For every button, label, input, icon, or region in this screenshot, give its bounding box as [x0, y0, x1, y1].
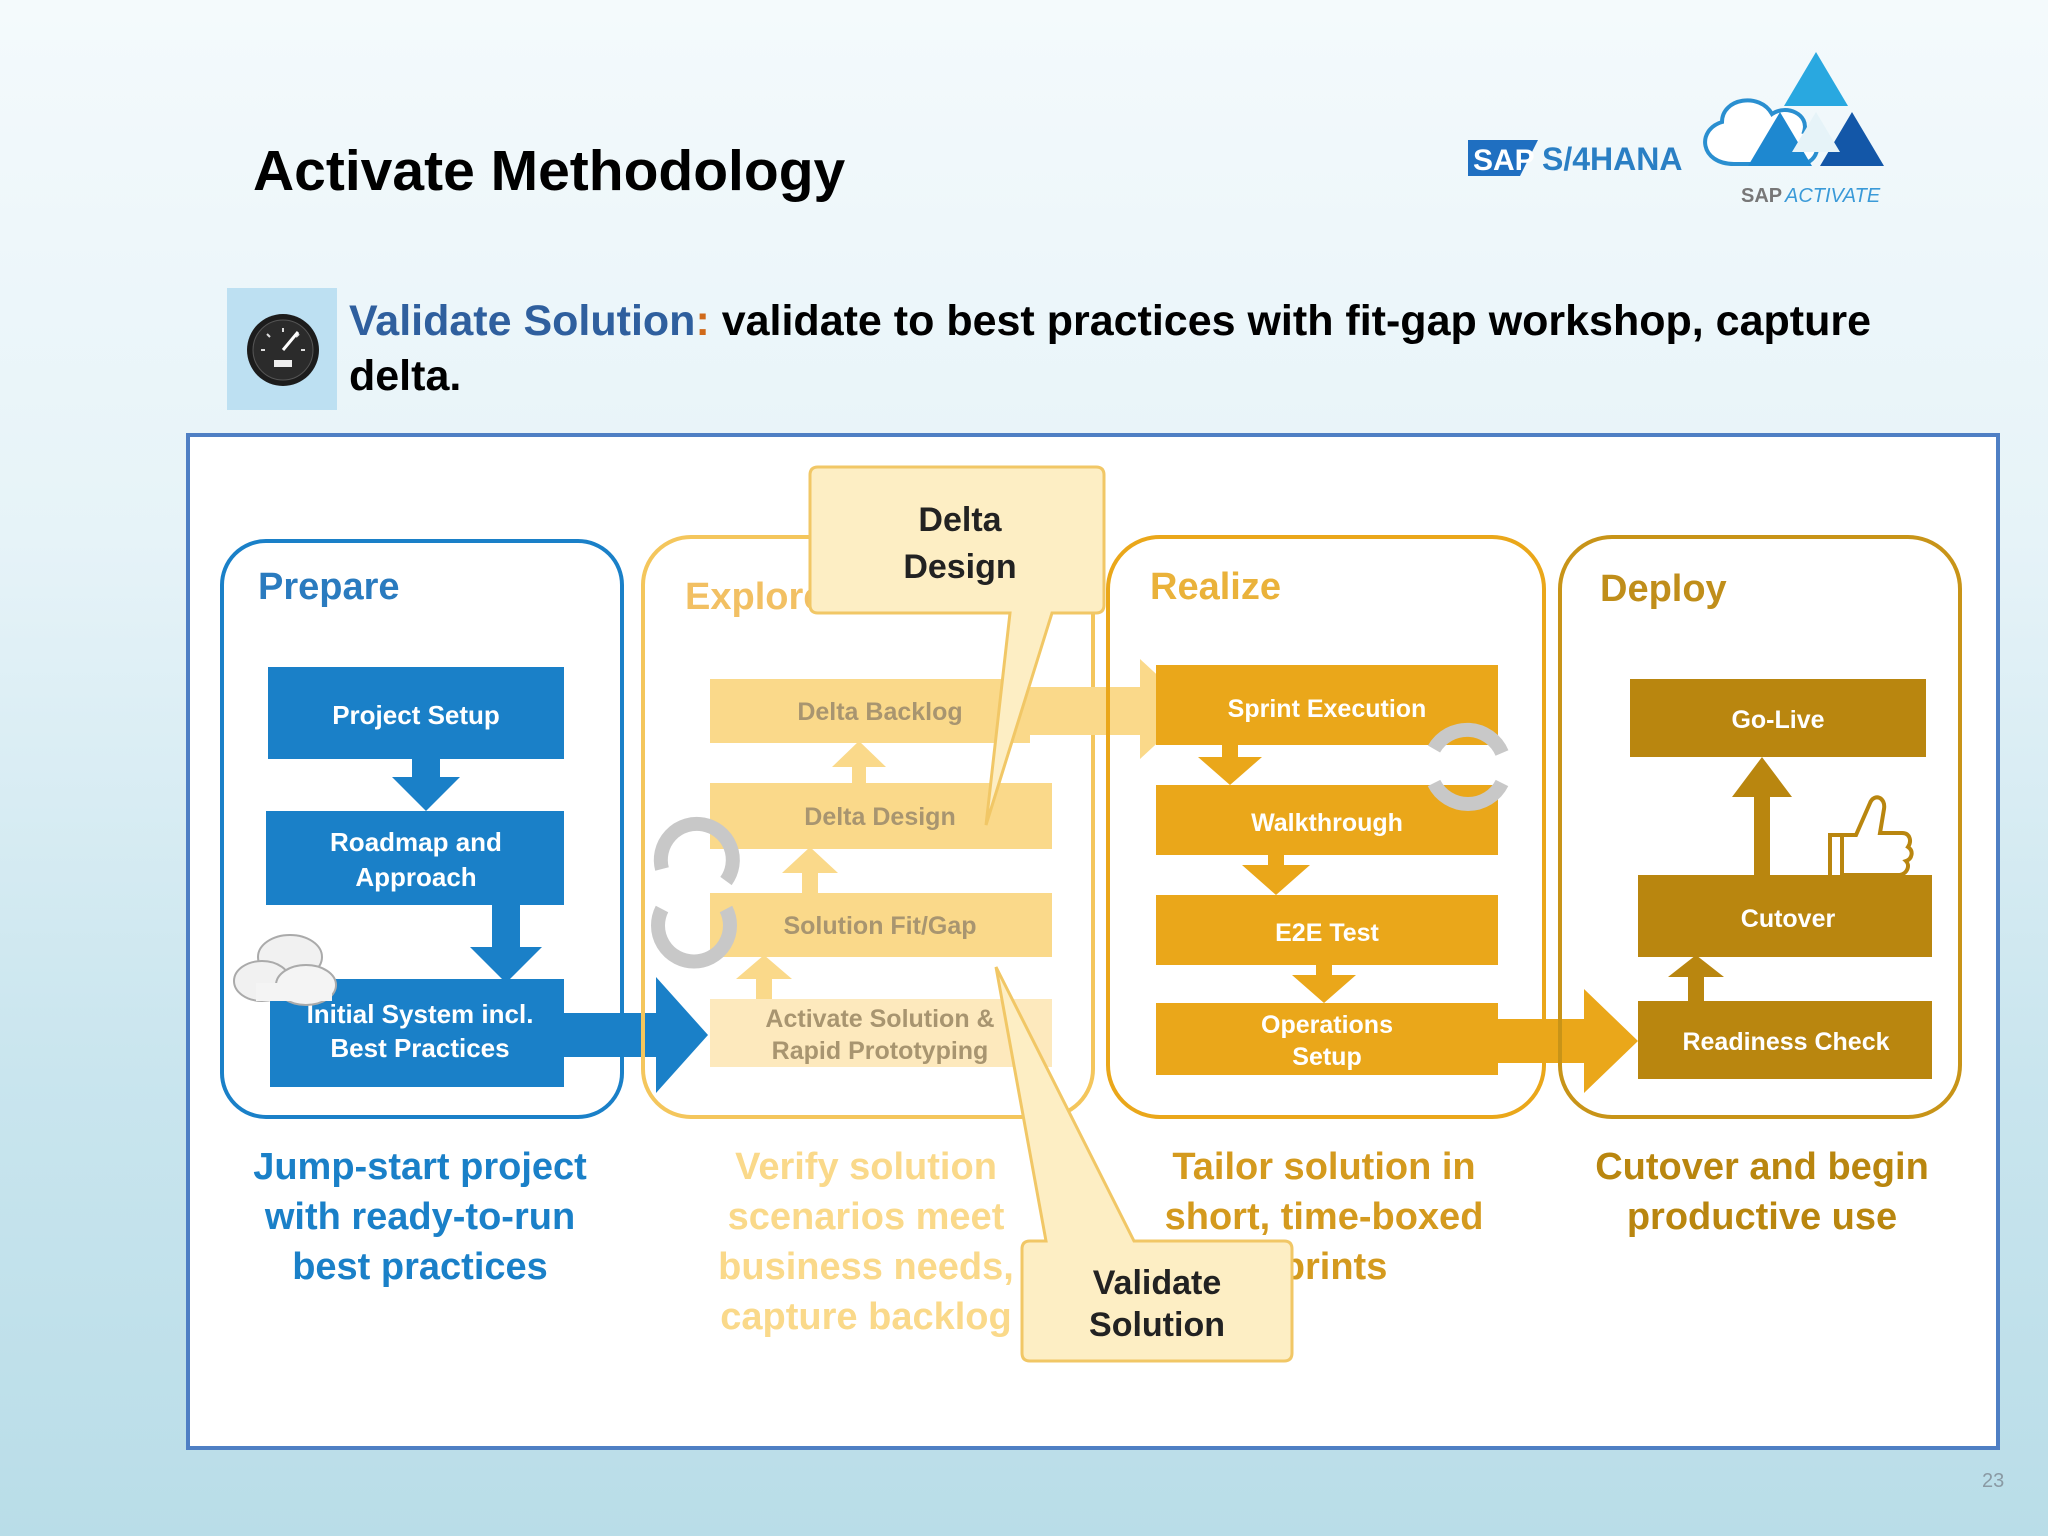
operations-setup-label-line1: Operations	[1261, 1011, 1393, 1039]
s4hana-logo: SAP S/4HANA	[1468, 98, 1820, 177]
explore-phase: Explore Delta Backlog Delta Design Solut…	[641, 535, 1194, 1338]
delta-backlog-label: Delta Backlog	[797, 698, 962, 726]
walkthrough-label: Walkthrough	[1251, 809, 1403, 837]
realize-desc-line2: short, time-boxed	[1165, 1196, 1484, 1238]
realize-desc-line1: Tailor solution in	[1172, 1146, 1475, 1188]
explore-to-realize-arrow	[1030, 659, 1194, 759]
deploy-phase: Deploy Go-Live Cutover Readiness Check C…	[1558, 535, 1962, 1238]
activate-solution-box	[710, 999, 1052, 1067]
deploy-title: Deploy	[1600, 568, 1727, 610]
cutover-box	[1638, 875, 1932, 957]
delta-design-callout-line1: Delta	[918, 501, 1002, 539]
deploy-desc-line1: Cutover and begin	[1595, 1146, 1929, 1188]
delta-design-callout: Delta Design	[808, 465, 1106, 826]
explore-cycle-icon	[651, 816, 740, 969]
explore-desc-line2: scenarios meet	[728, 1196, 1005, 1238]
initial-system-label-line1: Initial System incl.	[307, 999, 534, 1029]
diagram-frame: Prepare Project Setup Roadmap and Approa…	[186, 433, 2000, 1450]
delta-design-callout-line2: Design	[903, 548, 1016, 586]
roadmap-box	[266, 811, 564, 905]
go-live-box	[1630, 679, 1926, 757]
activate-solution-label-line1: Activate Solution &	[765, 1005, 994, 1033]
thumbs-up-icon	[1828, 795, 1914, 879]
validate-solution-callout: Validate Solution	[994, 966, 1294, 1363]
prepare-desc-line3: best practices	[292, 1246, 548, 1288]
prepare-down-arrow-1	[392, 759, 460, 811]
explore-up-arrow-2	[782, 847, 838, 893]
readiness-check-box	[1638, 1001, 1932, 1079]
activate-brand-text: SAP	[1741, 185, 1782, 207]
page-number: 23	[1982, 1470, 2005, 1492]
prepare-desc-line1: Jump-start project	[253, 1146, 587, 1188]
activate-word-text: ACTIVATE	[1784, 185, 1881, 207]
intro-statement: Validate Solution: validate to best prac…	[349, 294, 1969, 404]
go-live-label: Go-Live	[1731, 706, 1824, 734]
explore-title: Explore	[685, 576, 824, 618]
cloud-icon	[233, 934, 337, 1006]
deploy-up-arrow-1	[1732, 757, 1792, 875]
realize-down-arrow-3	[1292, 965, 1356, 1003]
speedometer-icon	[247, 314, 319, 386]
speedometer-icon-tile	[227, 288, 337, 410]
realize-cycle-icon	[1427, 722, 1509, 811]
prepare-desc-line2: with ready-to-run	[264, 1196, 575, 1238]
realize-down-arrow-2	[1242, 855, 1310, 895]
deploy-desc-line2: productive use	[1627, 1196, 1897, 1238]
solution-fitgap-label: Solution Fit/Gap	[783, 912, 976, 940]
readiness-check-label: Readiness Check	[1682, 1028, 1889, 1056]
solution-fitgap-box	[710, 893, 1052, 957]
intro-highlight: Validate Solution	[349, 297, 696, 345]
realize-down-arrow-1	[1198, 745, 1262, 785]
explore-up-arrow-1	[832, 741, 886, 783]
delta-backlog-box	[710, 679, 1030, 743]
validate-callout-line2: Solution	[1089, 1306, 1225, 1344]
prepare-to-explore-arrow	[564, 977, 708, 1093]
prepare-frame	[220, 539, 624, 1119]
activate-solution-label-line2: Rapid Prototyping	[772, 1037, 989, 1065]
prepare-phase: Prepare Project Setup Roadmap and Approa…	[220, 539, 708, 1288]
sap-activate-triangle-icon: SAP ACTIVATE	[1741, 52, 1884, 207]
s4hana-text: S/4HANA	[1542, 141, 1682, 177]
roadmap-label-line1: Roadmap and	[330, 827, 502, 857]
e2e-test-label: E2E Test	[1275, 919, 1379, 947]
explore-desc-line1: Verify solution	[735, 1146, 997, 1188]
logos: SAP S/4HANA SAP ACTIVATE	[1468, 52, 1884, 207]
prepare-title: Prepare	[258, 566, 400, 608]
sap-logo-text: SAP	[1473, 144, 1535, 177]
sprint-execution-label: Sprint Execution	[1228, 695, 1427, 723]
realize-frame	[1106, 535, 1546, 1119]
e2e-test-box	[1156, 895, 1498, 965]
initial-system-label-line2: Best Practices	[330, 1033, 509, 1063]
deploy-up-arrow-2	[1668, 955, 1724, 1001]
project-setup-label: Project Setup	[332, 700, 500, 730]
prepare-down-arrow-2	[470, 905, 542, 983]
cutover-label: Cutover	[1741, 905, 1836, 933]
operations-setup-box	[1156, 1003, 1498, 1075]
page-title: Activate Methodology	[253, 139, 846, 203]
intro-text: validate to best practices with fit-gap …	[349, 297, 1871, 400]
explore-desc-line4: capture backlog	[720, 1296, 1011, 1338]
delta-design-label: Delta Design	[804, 803, 955, 831]
explore-up-arrow-3	[736, 955, 792, 999]
project-setup-box	[268, 667, 564, 759]
realize-title: Realize	[1150, 566, 1281, 608]
deploy-frame	[1558, 535, 1962, 1119]
validate-callout-line1: Validate	[1093, 1264, 1222, 1302]
explore-desc-line3: business needs,	[718, 1246, 1014, 1288]
intro-colon: :	[695, 297, 710, 345]
roadmap-label-line2: Approach	[355, 862, 476, 892]
operations-setup-label-line2: Setup	[1292, 1043, 1361, 1071]
realize-to-deploy-arrow	[1498, 989, 1638, 1093]
activate-phases-diagram: Prepare Project Setup Roadmap and Approa…	[220, 465, 1962, 1363]
